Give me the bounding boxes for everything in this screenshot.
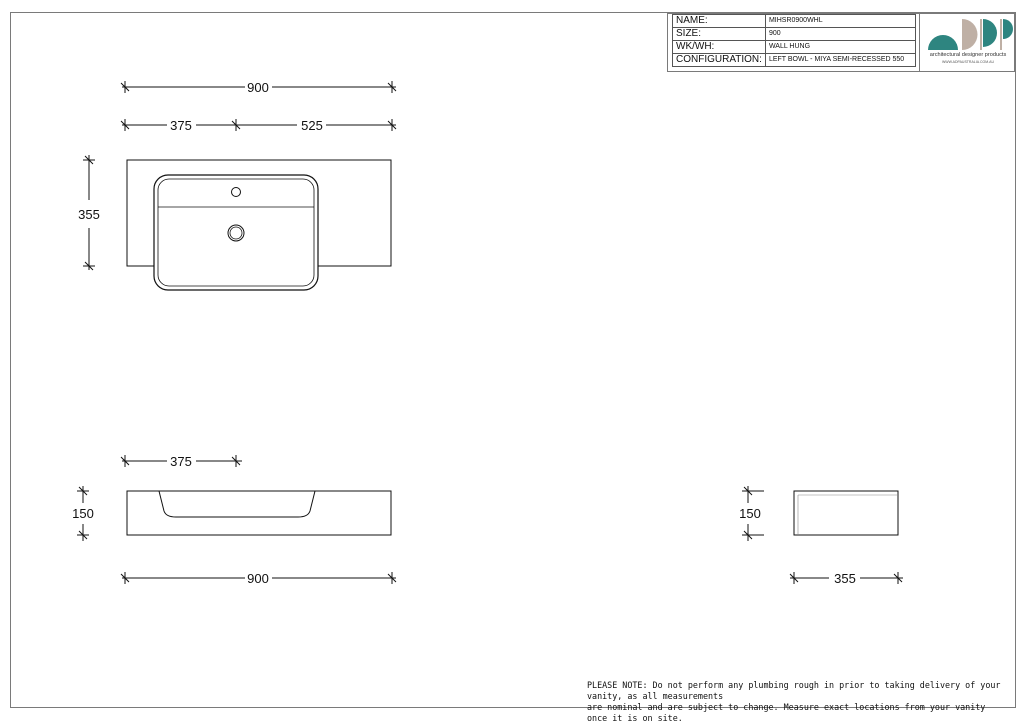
size-label: SIZE: (672, 27, 766, 41)
wkwh-label: WK/WH: (672, 40, 766, 54)
title-block-table: NAME: MIHSR0900WHL SIZE: 900 WK/WH: WALL… (672, 14, 916, 67)
plan-width-label: 900 (247, 80, 269, 95)
plan-right-offset-label: 525 (301, 118, 323, 133)
front-width-dimension: 900 (120, 571, 397, 586)
side-vanity-outline (793, 490, 899, 536)
drain-waste-icon (227, 224, 245, 242)
front-bowl-offset-label: 375 (170, 454, 192, 469)
company-logo: architectural designer products WWW.ADPA… (919, 13, 1015, 72)
plumbing-note: PLEASE NOTE: Do not perform any plumbing… (587, 680, 1007, 724)
front-bowl-offset-dimension: 375 (120, 454, 242, 469)
logo-text: architectural designer products (929, 52, 1007, 58)
name-label: NAME: (672, 14, 766, 28)
plan-depth-dimension: 355 (78, 155, 100, 271)
drawing-sheet-border (10, 12, 1016, 708)
wkwh-value: WALL HUNG (764, 40, 916, 54)
logo-mark-icon (928, 19, 1013, 50)
front-vanity-outline (126, 490, 392, 536)
side-depth-dimension: 355 (789, 571, 903, 586)
front-basin-profile (158, 490, 316, 518)
basin-outline (153, 174, 319, 291)
plan-width-dimension: 900 (120, 80, 397, 95)
configuration-value: LEFT BOWL - MIYA SEMI-RECESSED 550 (764, 53, 916, 67)
note-line-2: are nominal and are subject to change. M… (587, 702, 986, 723)
logo-url: WWW.ADPAUSTRALIA.COM.AU (941, 60, 995, 64)
front-height-dimension: 150 (72, 486, 94, 541)
front-elevation: 375 150 900 (72, 454, 397, 586)
title-row-wkwh: WK/WH: WALL HUNG (672, 40, 916, 54)
configuration-label: CONFIGURATION: (672, 53, 766, 67)
basin-inner-outline (157, 178, 315, 287)
tap-hole-icon (231, 187, 241, 197)
side-height-dimension: 150 (739, 486, 764, 541)
title-row-size: SIZE: 900 (672, 27, 916, 41)
side-height-label: 150 (739, 506, 761, 521)
plan-view: 900 375 525 355 (78, 80, 397, 291)
plan-offset-dimensions: 375 525 (120, 118, 397, 133)
front-height-label: 150 (72, 506, 94, 521)
plan-depth-label: 355 (78, 207, 100, 222)
side-elevation: 150 355 (739, 486, 903, 586)
size-value: 900 (764, 27, 916, 41)
name-value: MIHSR0900WHL (764, 14, 916, 28)
note-line-1: PLEASE NOTE: Do not perform any plumbing… (587, 680, 1001, 701)
side-depth-label: 355 (834, 571, 856, 586)
title-row-name: NAME: MIHSR0900WHL (672, 14, 916, 28)
title-row-configuration: CONFIGURATION: LEFT BOWL - MIYA SEMI-REC… (672, 53, 916, 67)
front-width-label: 900 (247, 571, 269, 586)
plan-left-offset-label: 375 (170, 118, 192, 133)
